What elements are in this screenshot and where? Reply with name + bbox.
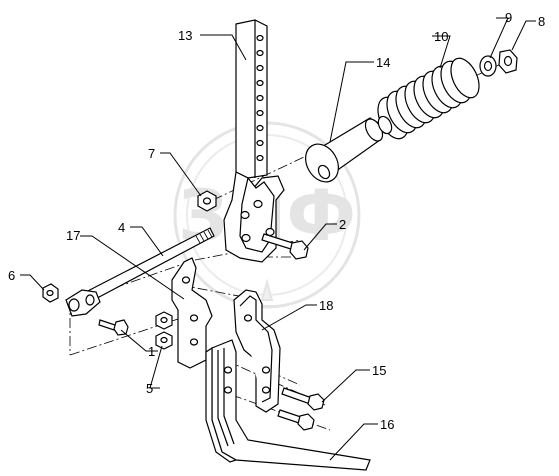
callout-9: 9 [505,10,512,25]
callout-18: 18 [319,298,333,313]
callout-8: 8 [538,14,545,29]
part-10-coil-spring [377,57,480,140]
part-6-nut [42,283,59,303]
callout-7: 7 [148,146,155,161]
callout-10: 10 [434,29,448,44]
part-2-bolt [261,233,309,260]
callout-5: 5 [146,381,153,396]
callout-15: 15 [372,363,386,378]
part-13-adjuster-bar [235,19,268,179]
callout-labels: 13 14 10 9 8 7 4 17 6 2 1 5 18 15 16 [8,10,545,432]
part-7-nut [197,190,217,212]
callout-13: 13 [178,28,192,43]
part-8-nut [498,49,518,74]
left-lower-bracket [171,257,213,369]
part-15-bolts [277,387,325,431]
callout-16: 16 [380,417,394,432]
leader-lines [20,17,536,461]
callout-2: 2 [339,217,346,232]
part-5-nuts [155,311,173,350]
part-14-spring-guide [305,117,384,183]
callout-6: 6 [8,268,15,283]
part-4-rod-clevis [65,289,101,317]
part-9-washer [479,55,497,77]
callout-1: 1 [148,344,155,359]
callout-4: 4 [118,220,125,235]
part-16-tine [205,339,371,471]
part-18-shank-bracket [233,289,281,413]
callout-14: 14 [376,55,390,70]
callout-17: 17 [66,228,80,243]
